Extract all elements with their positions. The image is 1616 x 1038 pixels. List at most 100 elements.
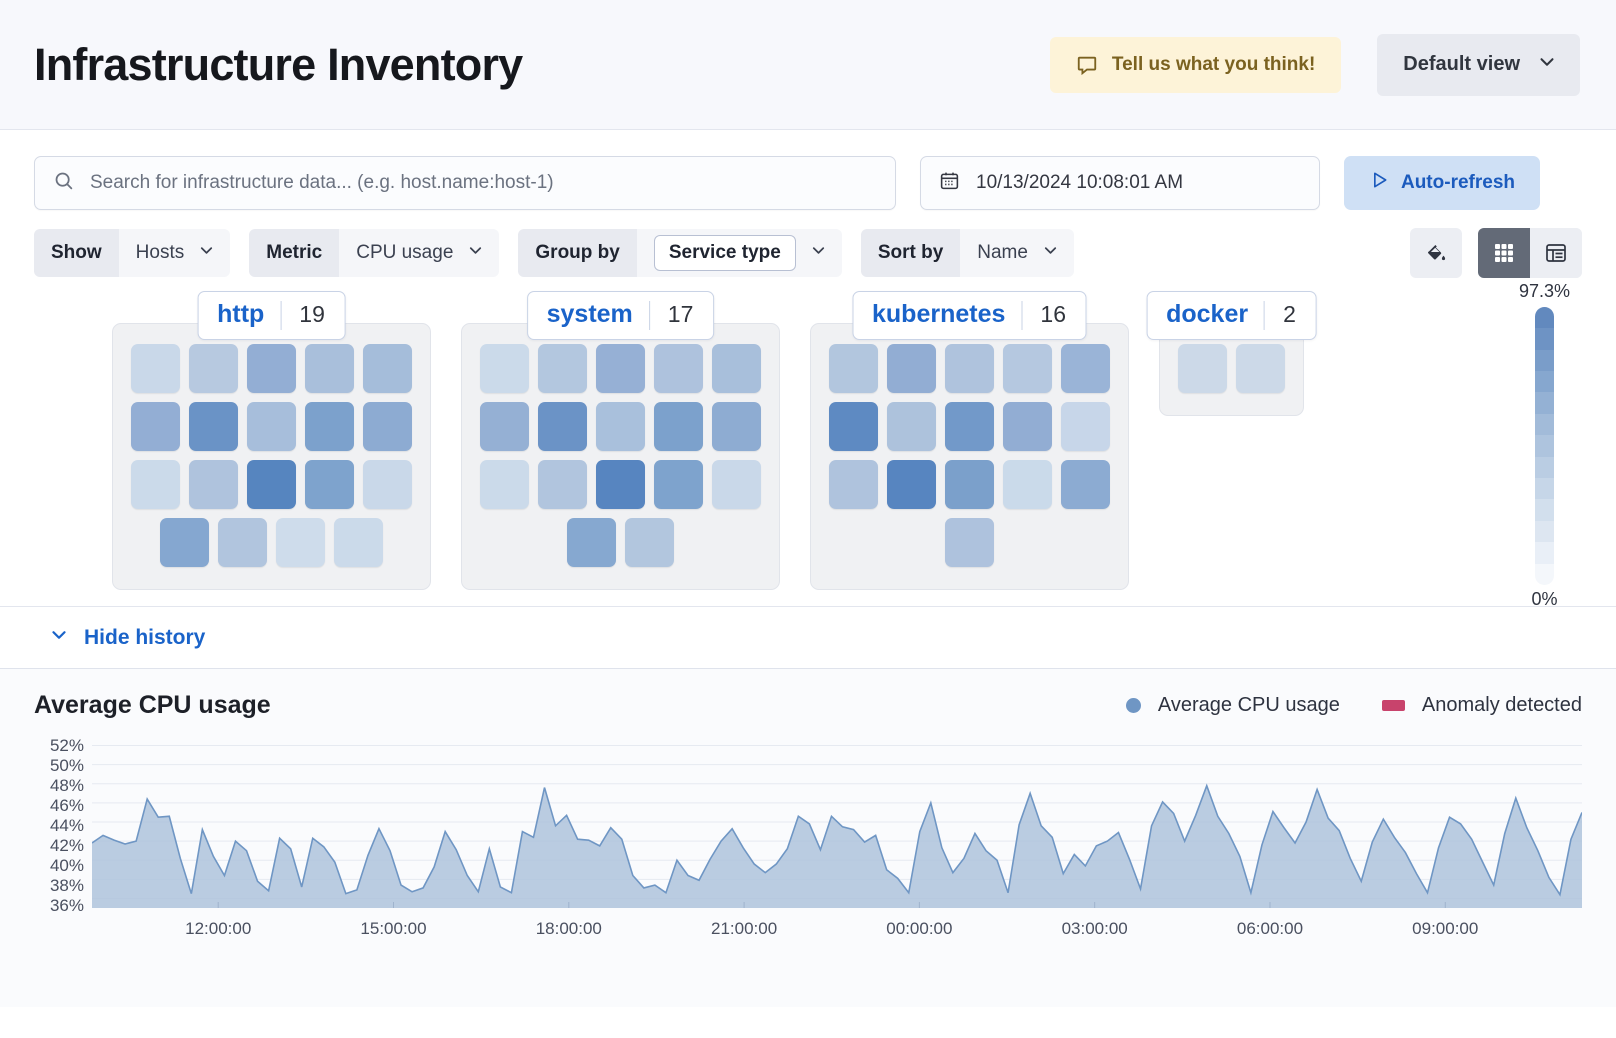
- host-tile[interactable]: [189, 460, 238, 509]
- view-selector-button[interactable]: Default view: [1377, 33, 1580, 96]
- host-tile[interactable]: [654, 344, 703, 393]
- table-view-icon[interactable]: [1530, 228, 1582, 278]
- host-tile[interactable]: [945, 344, 994, 393]
- filter-show-label: Show: [34, 229, 119, 277]
- plot-area[interactable]: [92, 736, 1582, 908]
- group-badge-divider: [280, 301, 282, 330]
- hide-history-toggle[interactable]: Hide history: [0, 607, 1616, 669]
- x-tick-label: 15:00:00: [360, 919, 427, 938]
- tile-row: [131, 344, 412, 393]
- host-tile[interactable]: [712, 344, 761, 393]
- chevron-down-icon: [1041, 241, 1060, 266]
- host-tile[interactable]: [305, 460, 354, 509]
- host-tile[interactable]: [712, 460, 761, 509]
- host-tile[interactable]: [480, 460, 529, 509]
- host-tile[interactable]: [218, 518, 267, 567]
- host-tile[interactable]: [829, 460, 878, 509]
- search-row: 10/13/2024 10:08:01 AM Auto-refresh: [34, 156, 1582, 210]
- host-tile[interactable]: [1003, 402, 1052, 451]
- host-tile[interactable]: [596, 402, 645, 451]
- host-tile[interactable]: [887, 402, 936, 451]
- host-tile[interactable]: [189, 402, 238, 451]
- host-tile[interactable]: [334, 518, 383, 567]
- host-tile[interactable]: [276, 518, 325, 567]
- host-tile[interactable]: [189, 344, 238, 393]
- legend-item-anomaly-detected[interactable]: Anomaly detected: [1381, 694, 1582, 717]
- host-tile[interactable]: [538, 344, 587, 393]
- host-tile[interactable]: [712, 402, 761, 451]
- area-chart-svg: [92, 736, 1582, 908]
- host-tile[interactable]: [363, 402, 412, 451]
- host-tile[interactable]: [829, 344, 878, 393]
- host-tile[interactable]: [1003, 460, 1052, 509]
- host-tile[interactable]: [363, 460, 412, 509]
- host-tile[interactable]: [829, 402, 878, 451]
- host-tile[interactable]: [131, 402, 180, 451]
- host-tile[interactable]: [305, 344, 354, 393]
- host-tile[interactable]: [625, 518, 674, 567]
- host-tile[interactable]: [1003, 344, 1052, 393]
- search-box[interactable]: [34, 156, 896, 210]
- host-tile[interactable]: [1061, 402, 1110, 451]
- filter-row: Show Hosts Metric CPU usage: [34, 228, 1582, 278]
- grid-view-icon[interactable]: [1478, 228, 1530, 278]
- host-tile[interactable]: [131, 344, 180, 393]
- host-tile[interactable]: [945, 518, 994, 567]
- legend-step: [1534, 456, 1554, 479]
- search-input[interactable]: [90, 172, 877, 194]
- legend-step: [1534, 563, 1554, 585]
- plot-wrapper: 52%50%48%46%44%42%40%38%36%: [34, 736, 1582, 915]
- tile-row: [160, 518, 383, 567]
- feedback-button[interactable]: Tell us what you think!: [1049, 36, 1342, 93]
- host-tile[interactable]: [247, 344, 296, 393]
- host-tile[interactable]: [538, 460, 587, 509]
- auto-refresh-button[interactable]: Auto-refresh: [1344, 156, 1540, 210]
- group-name: docker: [1166, 300, 1249, 328]
- filter-metric-value[interactable]: CPU usage: [339, 229, 500, 277]
- host-tile[interactable]: [887, 344, 936, 393]
- host-tile[interactable]: [567, 518, 616, 567]
- datepicker-button[interactable]: 10/13/2024 10:08:01 AM: [920, 156, 1320, 210]
- auto-refresh-label: Auto-refresh: [1400, 172, 1515, 193]
- filter-group-by: Group by Service type: [518, 229, 842, 277]
- host-tile[interactable]: [131, 460, 180, 509]
- filter-show-value[interactable]: Hosts: [118, 229, 231, 277]
- y-tick-label: 38%: [49, 876, 84, 895]
- host-tile[interactable]: [480, 402, 529, 451]
- host-tile[interactable]: [945, 402, 994, 451]
- host-tile[interactable]: [363, 344, 412, 393]
- tile-row: [131, 460, 412, 509]
- host-tile[interactable]: [654, 402, 703, 451]
- host-tile[interactable]: [538, 402, 587, 451]
- host-tile[interactable]: [305, 402, 354, 451]
- legend-item-average-cpu-usage[interactable]: Average CPU usage: [1125, 694, 1340, 717]
- legend-step: [1534, 307, 1554, 329]
- legend-max-value: 97.3%: [1518, 281, 1570, 301]
- host-tile[interactable]: [887, 460, 936, 509]
- host-tile[interactable]: [480, 344, 529, 393]
- feedback-label: Tell us what you think!: [1111, 53, 1316, 75]
- host-tile[interactable]: [945, 460, 994, 509]
- host-tile[interactable]: [1061, 460, 1110, 509]
- host-tile[interactable]: [1178, 344, 1227, 393]
- datepicker-value: 10/13/2024 10:08:01 AM: [976, 172, 1184, 193]
- host-tile[interactable]: [596, 460, 645, 509]
- host-tile[interactable]: [596, 344, 645, 393]
- filter-sort-by-value[interactable]: Name: [960, 229, 1074, 277]
- filter-group-by-value[interactable]: Service type: [636, 229, 842, 277]
- paint-bucket-icon[interactable]: [1410, 228, 1462, 278]
- host-tile[interactable]: [160, 518, 209, 567]
- host-tile[interactable]: [1061, 344, 1110, 393]
- host-tile[interactable]: [1236, 344, 1285, 393]
- x-tick-label: 00:00:00: [886, 919, 953, 938]
- host-tile[interactable]: [654, 460, 703, 509]
- host-tile[interactable]: [247, 402, 296, 451]
- page-title: Infrastructure Inventory: [34, 38, 523, 90]
- host-tile[interactable]: [247, 460, 296, 509]
- y-tick-label: 44%: [49, 816, 84, 835]
- chevron-down-icon: [197, 241, 216, 266]
